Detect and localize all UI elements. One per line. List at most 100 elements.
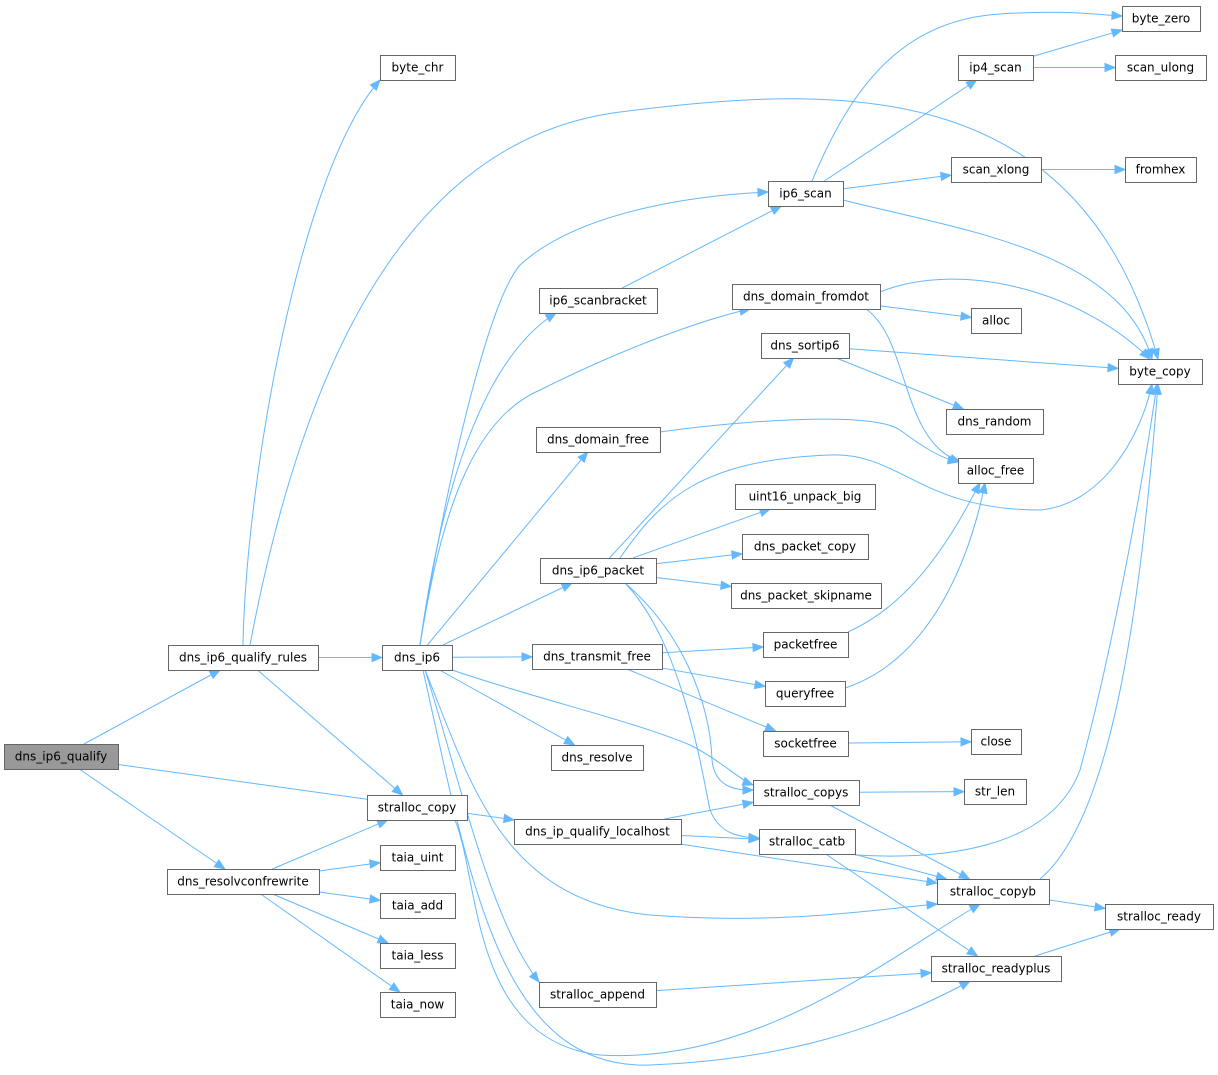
node-packetfree[interactable]: packetfree [763,632,849,658]
node-stralloc_append[interactable]: stralloc_append [539,982,657,1008]
node-label: dns_resolvconfrewrite [177,875,309,889]
arrowhead [970,481,981,495]
node-stralloc_ready[interactable]: stralloc_ready [1105,904,1214,930]
arrowhead [966,946,979,957]
edge-dns_sortip6-to-byte_copy [848,348,1120,373]
edge-line [624,582,760,839]
node-box [380,943,456,969]
node-byte_copy[interactable]: byte_copy [1118,359,1203,385]
edge-ip6_scan-to-byte_zero [811,10,1124,182]
node-taia_add[interactable]: taia_add [380,893,456,919]
node-ip6_scanbracket[interactable]: ip6_scanbracket [539,288,658,314]
node-taia_uint[interactable]: taia_uint [380,845,456,871]
edge-line [655,972,932,992]
node-taia_now[interactable]: taia_now [380,992,456,1018]
node-stralloc_copys[interactable]: stralloc_copys [753,780,860,806]
node-label: dns_ip6_qualify [15,750,107,764]
edge-line [853,853,947,880]
node-str_len[interactable]: str_len [964,779,1027,805]
arrowhead [1110,28,1124,38]
node-dns_domain_fromdot[interactable]: dns_domain_fromdot [732,284,881,310]
edge-line [825,853,978,957]
edge-dns_ip6_qualify-to-dns_resolvconfrewrite [78,768,226,870]
node-label: ip6_scanbracket [549,294,647,308]
arrowhead [925,876,939,887]
node-stralloc_copyb[interactable]: stralloc_copyb [937,879,1050,905]
arrowhead [1139,348,1151,360]
edge-line [829,804,970,880]
node-box [763,731,849,757]
edge-line [609,357,794,559]
edge-line [242,79,381,646]
node-alloc_free[interactable]: alloc_free [958,458,1034,484]
node-fromhex[interactable]: fromhex [1125,157,1197,183]
node-dns_ip6_qualify_rules[interactable]: dns_ip6_qualify_rules [168,645,319,671]
node-box [971,308,1022,334]
arrowhead [939,171,953,182]
node-dns_transmit_free[interactable]: dns_transmit_free [532,644,663,670]
edge-line [824,79,977,182]
edge-line [272,819,388,870]
node-dns_ip6_qualify[interactable]: dns_ip6_qualify [4,744,119,770]
edge-line [679,843,938,884]
node-label: dns_packet_copy [754,540,856,554]
arrowhead [741,799,755,810]
node-taia_less[interactable]: taia_less [380,943,456,969]
node-dns_packet_skipname[interactable]: dns_packet_skipname [731,583,882,609]
node-box [742,534,869,560]
node-ip6_scan[interactable]: ip6_scan [768,181,844,207]
node-byte_zero[interactable]: byte_zero [1122,6,1201,32]
node-box [753,780,860,806]
edge-line [257,669,403,796]
node-box [1115,55,1207,81]
node-dns_ip6_packet[interactable]: dns_ip6_packet [540,558,657,584]
node-stralloc_readyplus[interactable]: stralloc_readyplus [931,956,1062,982]
node-box [958,55,1034,81]
node-scan_ulong[interactable]: scan_ulong [1115,55,1207,81]
arrowhead [946,455,960,465]
arrowhead [953,786,966,797]
node-byte_chr[interactable]: byte_chr [380,55,456,81]
node-uint16_unpack_big[interactable]: uint16_unpack_big [735,484,876,510]
node-dns_ip_qualify_localhost[interactable]: dns_ip_qualify_localhost [514,819,682,845]
arrowhead [958,980,972,991]
edge-stralloc_copys-to-stralloc_copyb [829,804,971,880]
arrowhead [960,737,973,747]
edge-dns_ip6-to-ip6_scan [419,187,770,646]
node-label: stralloc_ready [1117,910,1201,924]
node-dns_ip6[interactable]: dns_ip6 [382,645,453,671]
node-label: stralloc_readyplus [942,962,1051,976]
node-label: fromhex [1136,163,1186,177]
node-box [168,645,319,671]
node-socketfree[interactable]: socketfree [763,731,849,757]
edge-dns_resolvconfrewrite-to-taia_uint [318,859,382,872]
node-box [4,744,119,770]
node-dns_resolve[interactable]: dns_resolve [551,745,644,771]
node-dns_sortip6[interactable]: dns_sortip6 [761,333,850,359]
node-dns_domain_free[interactable]: dns_domain_free [536,427,661,453]
node-close[interactable]: close [971,729,1022,755]
node-scan_xlong[interactable]: scan_xlong [951,157,1042,183]
node-stralloc_catb[interactable]: stralloc_catb [759,829,856,855]
node-dns_packet_copy[interactable]: dns_packet_copy [742,534,869,560]
node-ip4_scan[interactable]: ip4_scan [958,55,1034,81]
node-queryfree[interactable]: queryfree [765,681,846,707]
edge-dns_ip6-to-stralloc_copys [451,669,755,786]
edge-line [424,669,540,983]
edge-line [865,308,961,463]
node-box [761,333,850,359]
edge-line [454,819,981,1057]
node-box [382,645,453,671]
edge-dns_ip6_packet-to-dns_sortip6 [609,357,795,559]
node-label: taia_uint [392,851,444,865]
node-alloc[interactable]: alloc [971,308,1022,334]
node-dns_resolvconfrewrite[interactable]: dns_resolvconfrewrite [167,869,320,895]
arrowhead [1104,62,1117,73]
node-label: scan_ulong [1127,61,1194,75]
node-label: byte_chr [392,61,444,75]
node-dns_random[interactable]: dns_random [946,409,1044,435]
edge-dns_ip6_qualify_rules-to-stralloc_copy [257,669,404,796]
edge-stralloc_append-to-stralloc_readyplus [655,968,933,992]
edge-line [854,383,1158,857]
node-stralloc_copy[interactable]: stralloc_copy [367,795,468,821]
